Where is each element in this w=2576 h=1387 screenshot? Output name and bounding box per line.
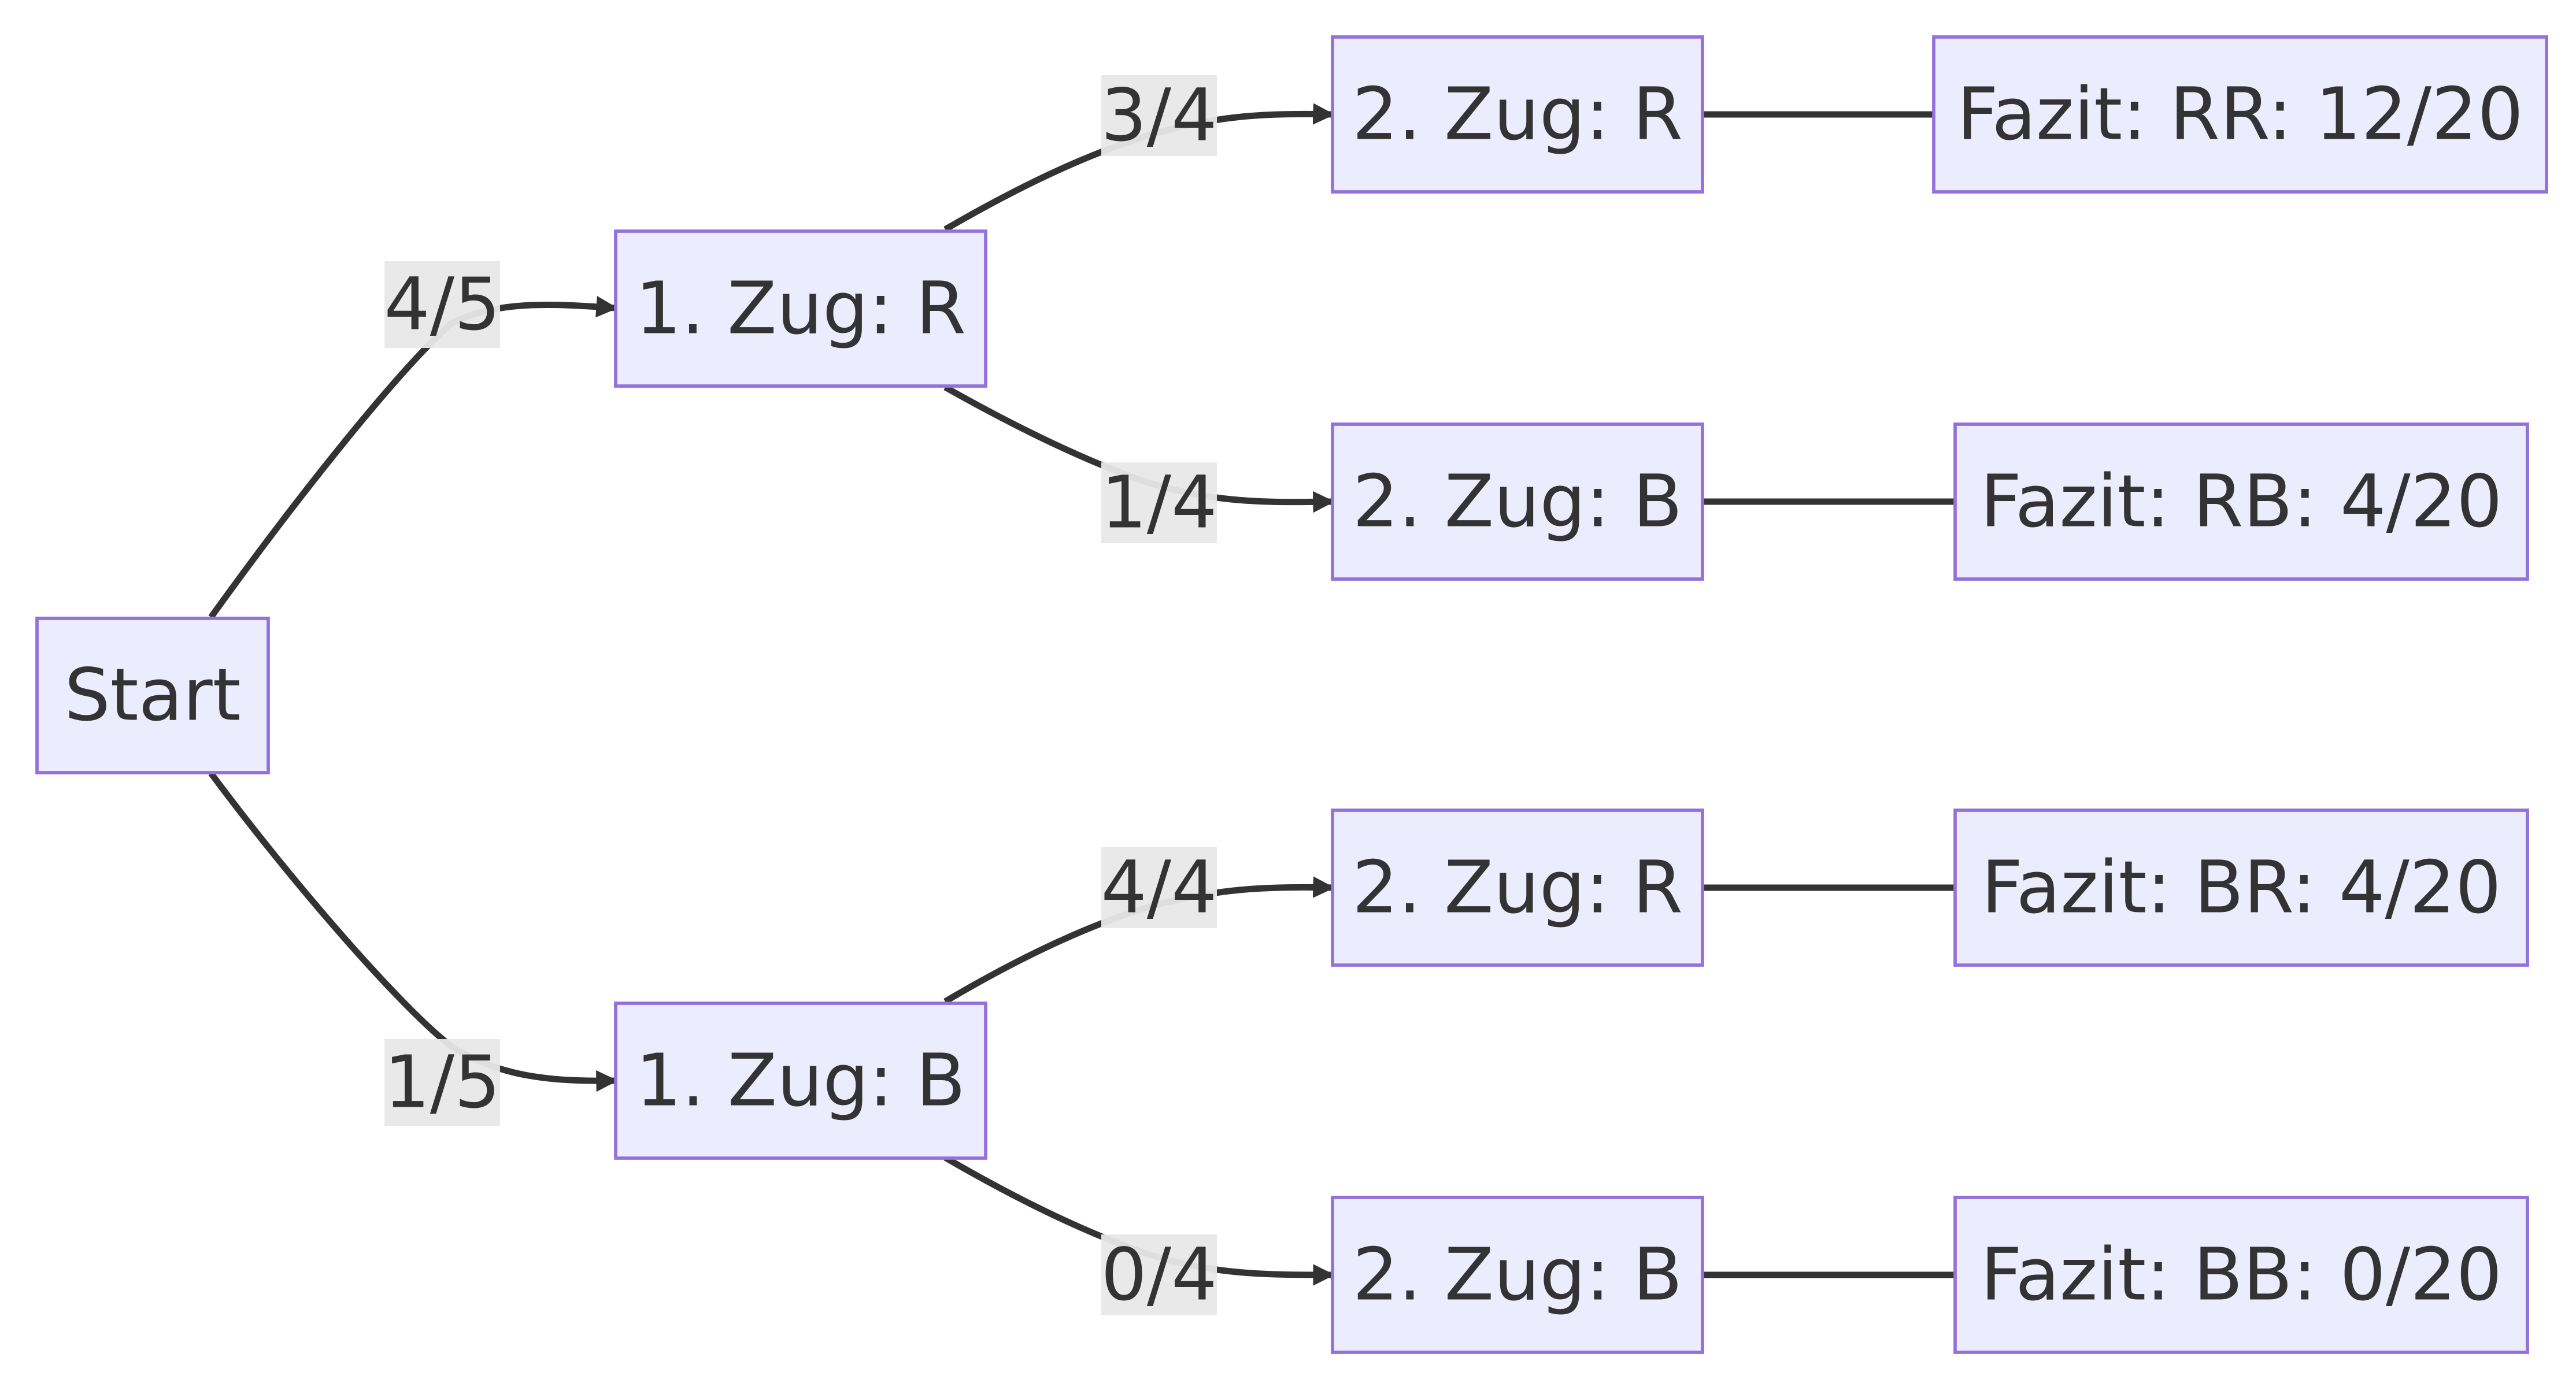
svg-text:3/4: 3/4 [1101, 74, 1217, 158]
svg-text:2. Zug: B: 2. Zug: B [1353, 460, 1683, 544]
svg-text:2. Zug: R: 2. Zug: R [1352, 73, 1683, 157]
svg-text:2. Zug: B: 2. Zug: B [1353, 1233, 1683, 1317]
svg-text:Fazit: BB: 0/20: Fazit: BB: 0/20 [1981, 1233, 2502, 1317]
node-start: Start [35, 617, 270, 774]
edge-start-to-first-b [208, 771, 618, 1092]
node-second-draw-blue-after-red: 2. Zug: B [1331, 422, 1704, 581]
node-second-draw-blue-after-blue: 2. Zug: B [1331, 1196, 1704, 1354]
edge-label-r-to-r: 3/4 [1101, 74, 1217, 158]
node-result-rb: Fazit: RB: 4/20 [1953, 422, 2529, 581]
node-second-draw-red-after-red: 2. Zug: R [1331, 35, 1704, 194]
svg-text:Start: Start [64, 654, 240, 737]
svg-text:Fazit: BR: 4/20: Fazit: BR: 4/20 [1981, 846, 2501, 930]
svg-text:Fazit: RR: 12/20: Fazit: RR: 12/20 [1957, 73, 2523, 157]
edge-label-r-to-b: 1/4 [1101, 461, 1217, 545]
node-second-draw-red-after-blue: 2. Zug: R [1331, 809, 1704, 967]
svg-text:2. Zug: R: 2. Zug: R [1352, 846, 1683, 930]
svg-text:1. Zug: R: 1. Zug: R [635, 267, 966, 351]
edge-label-start-to-r: 4/5 [384, 261, 501, 348]
edge-label-start-to-b: 1/5 [384, 1039, 501, 1126]
svg-text:Fazit: RB: 4/20: Fazit: RB: 4/20 [1980, 460, 2502, 544]
svg-text:4/4: 4/4 [1101, 846, 1217, 930]
edge-label-b-to-r: 4/4 [1101, 846, 1217, 930]
svg-text:0/4: 0/4 [1101, 1233, 1217, 1317]
node-result-br: Fazit: BR: 4/20 [1953, 809, 2529, 967]
node-result-rr: Fazit: RR: 12/20 [1932, 35, 2548, 194]
node-result-bb: Fazit: BB: 0/20 [1953, 1196, 2529, 1354]
svg-text:1/5: 1/5 [384, 1041, 500, 1125]
edge-start-to-first-r [208, 296, 618, 620]
node-first-draw-blue: 1. Zug: B [614, 1002, 987, 1160]
svg-text:4/5: 4/5 [384, 263, 500, 347]
edge-label-b-to-b: 0/4 [1101, 1233, 1217, 1317]
node-first-draw-red: 1. Zug: R [614, 229, 987, 388]
svg-text:1/4: 1/4 [1101, 461, 1217, 545]
svg-text:1. Zug: B: 1. Zug: B [636, 1039, 966, 1123]
